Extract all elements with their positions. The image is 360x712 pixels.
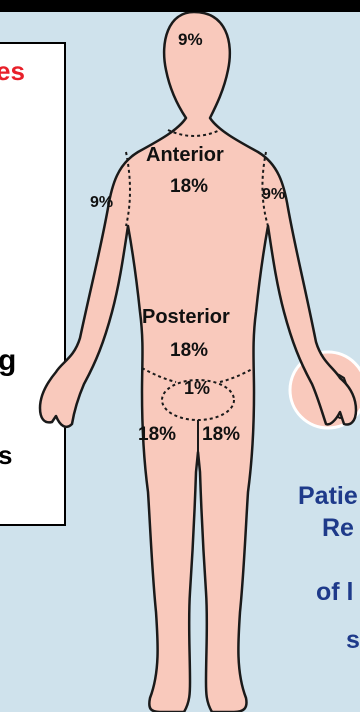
- right-leg-label: 18%: [202, 424, 240, 446]
- right-text-line3: of l: [316, 578, 354, 607]
- posterior-word: Posterior: [142, 306, 230, 329]
- head-label: 9%: [178, 30, 203, 50]
- right-arm-label: 9%: [262, 186, 285, 204]
- body-figure: [0, 12, 360, 712]
- right-text-line1: Patie: [298, 482, 358, 511]
- genital-label: 1%: [184, 378, 210, 399]
- anterior-value: 18%: [170, 176, 208, 198]
- right-text-line2: Re: [322, 514, 354, 543]
- diagram-canvas: es g s 9% Anterior 18% 9% 9% Posterior 1…: [0, 12, 360, 712]
- anterior-word: Anterior: [146, 144, 224, 167]
- body-silhouette: [40, 12, 356, 712]
- right-text-line4: s: [346, 626, 360, 655]
- posterior-value: 18%: [170, 340, 208, 362]
- left-arm-label: 9%: [90, 194, 113, 212]
- left-leg-label: 18%: [138, 424, 176, 446]
